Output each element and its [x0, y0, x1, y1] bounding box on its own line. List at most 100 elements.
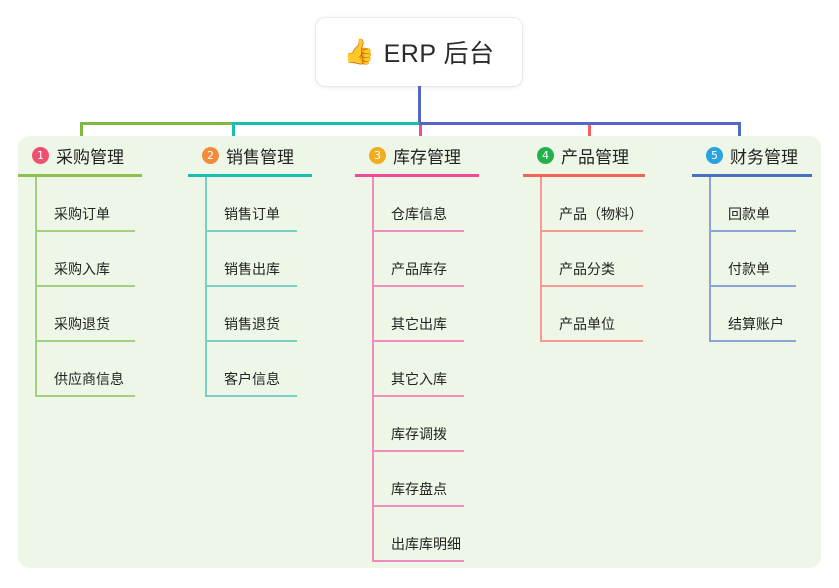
category-items-4: 产品（物料） 产品分类产品单位: [540, 177, 645, 342]
menu-item-label: 其它入库: [391, 371, 447, 387]
menu-item-rule: [205, 285, 297, 287]
menu-item-label: 付款单: [728, 261, 770, 277]
menu-item[interactable]: 产品（物料）: [540, 177, 645, 232]
menu-item-rule: [709, 340, 796, 342]
menu-item-rule: [372, 230, 464, 232]
menu-item-label: 仓库信息: [391, 206, 447, 222]
menu-item[interactable]: 销售出库: [205, 232, 312, 287]
menu-item-label: 回款单: [728, 206, 770, 222]
category-badge-1: 1: [32, 146, 49, 164]
category-spine-1: [35, 177, 37, 397]
menu-item-rule: [540, 340, 643, 342]
category-header-2[interactable]: 2 销售管理: [188, 142, 312, 168]
category-rule-4: [523, 174, 645, 177]
menu-item[interactable]: 供应商信息: [35, 342, 142, 397]
menu-item-rule: [709, 285, 796, 287]
menu-item-rule: [540, 230, 643, 232]
category-rule-2: [188, 174, 312, 177]
menu-item[interactable]: 其它出库: [372, 287, 479, 342]
menu-item[interactable]: 库存盘点: [372, 452, 479, 507]
category-items-1: 采购订单采购入库采购退货供应商信息: [35, 177, 142, 397]
category-spine-3: [372, 177, 374, 562]
category-items-5: 回款单付款单结算账户: [709, 177, 812, 342]
category-title-3: 库存管理: [393, 147, 461, 167]
category-title-5: 财务管理: [730, 147, 798, 167]
category-spine-4: [540, 177, 542, 342]
mindmap-panel: 1 采购管理采购订单采购入库采购退货供应商信息 2 销售管理销售订单销售出库销售退货客…: [18, 136, 821, 568]
menu-item-label: 产品分类: [559, 261, 615, 277]
menu-item-rule: [205, 340, 297, 342]
menu-item[interactable]: 产品分类: [540, 232, 645, 287]
menu-item-rule: [35, 395, 135, 397]
menu-item-rule: [35, 285, 135, 287]
menu-item-label: 采购订单: [54, 206, 110, 222]
menu-item-label: 库存调拨: [391, 426, 447, 442]
menu-item-rule: [540, 285, 643, 287]
menu-item-label: 销售订单: [224, 206, 280, 222]
menu-item-label: 销售退货: [224, 316, 280, 332]
page-title: ERP 后台: [383, 40, 495, 68]
menu-item[interactable]: 销售订单: [205, 177, 312, 232]
menu-item-rule: [205, 230, 297, 232]
category-rule-5: [692, 174, 812, 177]
category-header-1[interactable]: 1 采购管理: [18, 142, 142, 168]
bus-segment-2: [232, 122, 419, 125]
menu-item[interactable]: 回款单: [709, 177, 812, 232]
category-title-2: 销售管理: [226, 147, 294, 167]
menu-item[interactable]: 产品单位: [540, 287, 645, 342]
category-items-3: 仓库信息产品库存其它出库其它入库库存调拨库存盘点出库库明细: [372, 177, 479, 562]
menu-item-rule: [372, 285, 464, 287]
menu-item-label: 客户信息: [224, 371, 280, 387]
category-spine-5: [709, 177, 711, 342]
root-node[interactable]: 👍 ERP 后台: [316, 18, 522, 86]
menu-item-label: 产品库存: [391, 261, 447, 277]
category-header-4[interactable]: 4 产品管理: [523, 142, 645, 168]
category-column-1: 1 采购管理采购订单采购入库采购退货供应商信息: [18, 142, 142, 397]
category-column-3: 3 库存管理仓库信息产品库存其它出库其它入库库存调拨库存盘点出库库明细: [355, 142, 479, 562]
menu-item[interactable]: 采购订单: [35, 177, 142, 232]
menu-item[interactable]: 结算账户: [709, 287, 812, 342]
bus-segment-3: [419, 122, 741, 125]
menu-item[interactable]: 出库库明细: [372, 507, 479, 562]
category-title-4: 产品管理: [561, 147, 629, 167]
category-rule-3: [355, 174, 479, 177]
menu-item-label: 出库库明细: [391, 536, 461, 552]
trunk-connector: [418, 86, 421, 122]
menu-item[interactable]: 销售退货: [205, 287, 312, 342]
menu-item[interactable]: 付款单: [709, 232, 812, 287]
menu-item[interactable]: 客户信息: [205, 342, 312, 397]
menu-item[interactable]: 库存调拨: [372, 397, 479, 452]
category-column-5: 5 财务管理回款单付款单结算账户: [692, 142, 812, 342]
menu-item-rule: [35, 230, 135, 232]
menu-item-rule: [372, 560, 464, 562]
menu-item[interactable]: 仓库信息: [372, 177, 479, 232]
menu-item-label: 产品单位: [559, 316, 615, 332]
menu-item[interactable]: 采购入库: [35, 232, 142, 287]
menu-item-rule: [35, 340, 135, 342]
menu-item[interactable]: 其它入库: [372, 342, 479, 397]
category-column-2: 2 销售管理销售订单销售出库销售退货客户信息: [188, 142, 312, 397]
category-header-3[interactable]: 3 库存管理: [355, 142, 479, 168]
menu-item-label: 产品（物料）: [559, 206, 643, 222]
menu-item-rule: [372, 450, 464, 452]
category-badge-2: 2: [202, 146, 219, 164]
category-title-1: 采购管理: [56, 147, 124, 167]
menu-item-label: 其它出库: [391, 316, 447, 332]
menu-item[interactable]: 产品库存: [372, 232, 479, 287]
bus-segment-1: [80, 122, 232, 125]
menu-item-label: 采购入库: [54, 261, 110, 277]
menu-item-label: 库存盘点: [391, 481, 447, 497]
menu-item-rule: [709, 230, 796, 232]
menu-item-label: 销售出库: [224, 261, 280, 277]
category-header-5[interactable]: 5 财务管理: [692, 142, 812, 168]
category-items-2: 销售订单销售出库销售退货客户信息: [205, 177, 312, 397]
category-badge-5: 5: [706, 146, 723, 164]
menu-item-rule: [205, 395, 297, 397]
menu-item-rule: [372, 505, 464, 507]
category-badge-4: 4: [537, 146, 554, 164]
menu-item-label: 供应商信息: [54, 371, 124, 387]
thumbs-up-icon: 👍: [343, 37, 375, 66]
category-badge-3: 3: [369, 146, 386, 164]
menu-item[interactable]: 采购退货: [35, 287, 142, 342]
menu-item-label: 采购退货: [54, 316, 110, 332]
